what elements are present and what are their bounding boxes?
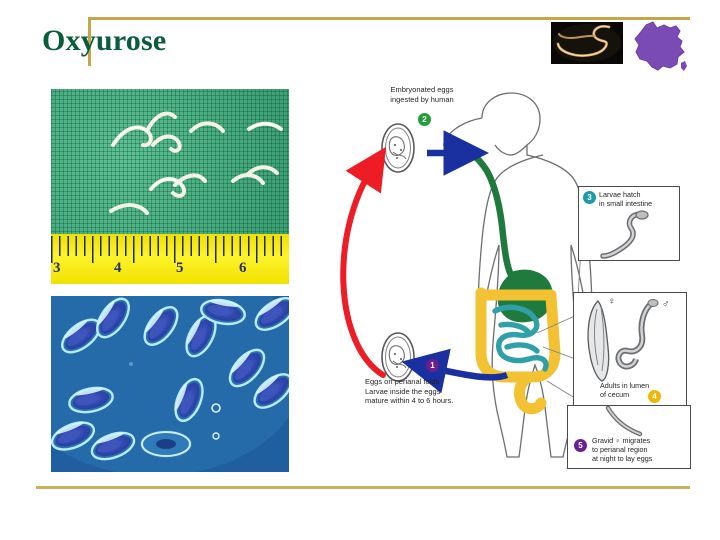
lifecycle-step-2-text: Embryonated eggs ingested by human	[390, 85, 454, 104]
lifecycle-diagram: Embryonated eggs ingested by human 2 Egg…	[315, 85, 700, 475]
lifecycle-step-1-badge: 1	[426, 359, 439, 372]
lifecycle-step-2-badge: 2	[418, 113, 431, 126]
lifecycle-step-5-badge: 5	[574, 439, 587, 452]
lifecycle-step-5-text: Gravid ♀ migrates to perianal region at …	[592, 436, 653, 463]
small-intestine	[492, 304, 549, 372]
lifecycle-step-4-badge: 4	[648, 390, 661, 403]
lifecycle-step-1-text: Eggs on perianal folds Larvae inside the…	[365, 377, 454, 405]
male-symbol-adult: ♂	[662, 299, 670, 310]
ruler-label-5: 5	[176, 260, 184, 276]
ruler-label-3: 3	[53, 260, 61, 276]
page-title: Oxyurose	[42, 24, 167, 57]
egg-icon-top	[381, 123, 415, 173]
france-map-svg	[634, 21, 687, 71]
ruler-label-4: 4	[114, 260, 122, 276]
bottom-gold-rule	[36, 486, 690, 489]
adult-pinworm-photo	[551, 22, 623, 64]
female-symbol-adult: ♀	[608, 296, 616, 307]
egg-icon-bottom	[381, 332, 415, 382]
lay-eggs-arrow	[401, 348, 509, 394]
lifecycle-step-3-badge: 3	[583, 191, 596, 204]
lifecycle-step-4-text: Adults in lumen of cecum	[600, 381, 650, 399]
gravid-female-tail-illustration	[605, 406, 643, 437]
callout-box-gravid-female: 5 Gravid ♀ migrates to perianal region a…	[567, 405, 691, 469]
lifecycle-svg	[340, 92, 593, 458]
rbc-cell	[140, 430, 192, 458]
left-gold-rule	[88, 17, 91, 66]
ruler: 3 4 5 6	[51, 234, 289, 284]
callout-box-adults-cecum: ♀ ♂ Adults in lumen of cecum 4	[573, 292, 687, 407]
top-gold-rule	[88, 17, 690, 20]
pinworm-eggs-microscopy	[51, 296, 289, 472]
pinworm-specimens	[109, 111, 283, 215]
callout-box-larvae-hatch: 3 Larvae hatch in small intestine	[578, 186, 680, 261]
reinfection-arrow	[340, 146, 387, 378]
human-body-outline	[477, 92, 593, 458]
ruler-major-ticks	[51, 236, 289, 263]
pinworm-thumb-svg	[551, 22, 623, 64]
map-of-france	[630, 19, 692, 77]
lifecycle-step-3-text: Larvae hatch in small intestine	[599, 190, 653, 208]
adult-worms-illustration	[587, 299, 659, 382]
larva-illustration	[600, 210, 649, 259]
pinworms-on-green-cloth-with-ruler: 3 4 5 6	[51, 89, 289, 284]
egg-field-svg	[51, 296, 289, 472]
ruler-label-6: 6	[239, 260, 247, 276]
